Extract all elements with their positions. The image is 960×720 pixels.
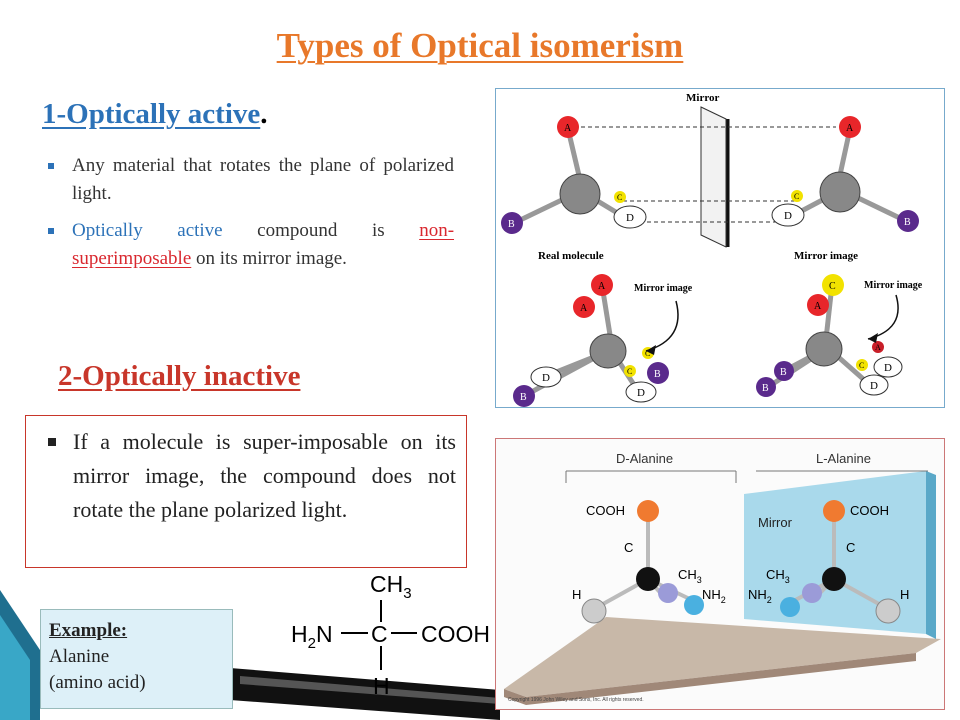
svg-text:C: C [617,193,622,202]
svg-text:D: D [542,372,550,384]
svg-text:D: D [637,387,645,399]
structure-ch3: CH3 [370,571,412,602]
svg-text:D: D [884,362,892,374]
example-box: Example: Alanine (amino acid) [40,609,233,709]
structure-h2n: H2N [291,621,333,652]
svg-text:C: C [859,361,864,370]
svg-text:A: A [814,301,822,312]
svg-text:COOH: COOH [586,503,625,518]
svg-text:C: C [624,540,633,555]
alanine-structure: CH3 H2N C COOH H [291,571,490,699]
structure-h: H [373,673,390,699]
heading-optically-inactive: 2-Optically inactive [58,360,301,392]
bullet-superimposable: If a molecule is super-imposable on its … [48,425,456,527]
optically-active-bullets: Any material that rotates the plane of p… [46,152,454,282]
svg-text:COOH: COOH [850,503,889,518]
mirror-image-label: Mirror image [794,250,858,262]
heading-optically-active-text: 1-Optically active [42,98,261,130]
alanine-enantiomers-figure: D-Alanine L-Alanine Mirror COOH C CH3 NH… [495,438,945,710]
svg-text:CH3: CH3 [766,567,790,585]
svg-text:H: H [900,587,909,602]
bullet-non-superimposable: Optically active compound is non-superim… [46,217,454,273]
mirror-text: Mirror [758,515,793,530]
svg-text:NH2: NH2 [748,587,772,605]
optically-inactive-box: If a molecule is super-imposable on its … [25,415,467,568]
svg-text:A: A [580,303,588,314]
svg-text:H: H [572,587,581,602]
svg-text:B: B [904,217,911,228]
svg-text:C: C [794,192,799,201]
real-molecule-label: Real molecule [538,250,604,262]
mirror-image-label-2: Mirror image [634,283,693,294]
mirror-label: Mirror [686,92,720,104]
copyright-text: Copyright 1996 John Wiley and Sons, Inc.… [508,697,644,703]
svg-text:D: D [870,380,878,392]
svg-text:NH2: NH2 [702,587,726,605]
example-name: Alanine [49,646,110,667]
svg-text:A: A [875,343,881,352]
svg-text:D: D [784,210,792,222]
svg-text:CH3: CH3 [678,567,702,585]
l-alanine-label: L-Alanine [816,451,871,466]
mirror-image-label-3: Mirror image [864,280,923,291]
bullet-rotates-plane: Any material that rotates the plane of p… [46,152,454,208]
svg-text:B: B [508,219,515,230]
svg-text:C: C [645,349,650,358]
svg-text:A: A [846,123,854,134]
example-class: (amino acid) [49,672,146,693]
structure-center-c: C [371,621,388,647]
structure-cooh: COOH [421,621,490,647]
svg-text:B: B [520,392,527,403]
svg-text:B: B [654,369,661,380]
example-label: Example: [49,620,128,641]
svg-text:A: A [564,123,572,134]
svg-text:C: C [846,540,855,555]
svg-text:D: D [626,212,634,224]
page-title: Types of Optical isomerism [276,26,684,65]
svg-text:B: B [780,367,787,378]
svg-text:C: C [627,367,632,376]
heading-optically-active: 1-Optically active. [42,98,268,130]
svg-text:C: C [829,281,836,292]
d-alanine-label: D-Alanine [616,451,673,466]
svg-text:B: B [762,383,769,394]
mirror-image-diagram: Mirror A B C D Real molecule A B C D Mir… [495,88,945,408]
svg-text:A: A [598,281,606,292]
